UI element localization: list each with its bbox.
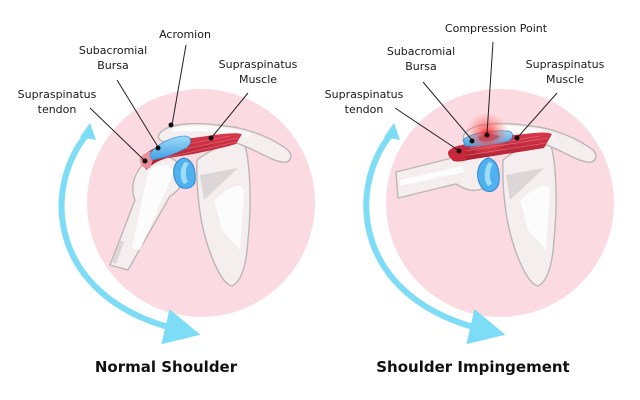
range-of-motion-arrow-top-icon [80, 123, 96, 140]
label-tendon-line2: tendon [38, 103, 77, 116]
marker-dot-acromion [168, 122, 174, 128]
humerus-bone [109, 154, 184, 271]
label-bursa-line2: Bursa [97, 59, 129, 72]
glenoid-labrum-highlight [484, 162, 493, 186]
leader-line-acromion [171, 44, 187, 126]
label-compression-point: Compression Point [445, 22, 548, 35]
subacromial-bursa [149, 135, 191, 161]
leader-line-muscle [211, 92, 249, 138]
panel-normal-shoulder: Acromion Subacromial Bursa Supraspinatus… [18, 28, 315, 376]
leader-line-tendon [89, 107, 145, 161]
scapula-bone [196, 141, 251, 287]
label-bursa-line2: Bursa [405, 60, 437, 73]
marker-dot-muscle [514, 135, 520, 141]
label-muscle-line2: Muscle [239, 73, 277, 86]
label-tendon-line2: tendon [345, 103, 384, 116]
leader-line-bursa [116, 79, 159, 148]
label-tendon-line1: Supraspinatus [18, 88, 97, 101]
caption-shoulder-impingement: Shoulder Impingement [376, 358, 569, 376]
marker-dot-bursa [155, 145, 161, 151]
marker-dot-tendon [456, 148, 462, 154]
label-muscle-line2: Muscle [546, 73, 584, 86]
label-bursa-line1: Subacromial [79, 44, 147, 57]
label-bursa-line1: Subacromial [387, 45, 455, 58]
label-muscle-line1: Supraspinatus [219, 58, 298, 71]
label-muscle-line1: Supraspinatus [526, 58, 605, 71]
leader-line-compression [486, 41, 494, 135]
marker-dot-bursa [469, 138, 475, 144]
marker-dot-compression [484, 132, 490, 138]
label-tendon-line1: Supraspinatus [325, 88, 404, 101]
leader-line-muscle [517, 92, 558, 138]
label-acromion: Acromion [159, 28, 211, 41]
marker-dot-muscle [208, 135, 214, 141]
leader-line-bursa [422, 81, 473, 141]
glenoid-labrum-highlight [180, 162, 189, 184]
range-of-motion-arrow-icon [363, 131, 506, 345]
marker-dot-tendon [142, 158, 148, 164]
panel-shoulder-impingement: Compression Point Subacromial Bursa Supr… [325, 22, 614, 376]
caption-normal-shoulder: Normal Shoulder [95, 358, 238, 376]
range-of-motion-arrow-icon [58, 131, 201, 345]
scapula-bone [502, 141, 557, 287]
leader-line-tendon [394, 107, 459, 151]
range-of-motion-arrow-top-icon [384, 123, 400, 140]
